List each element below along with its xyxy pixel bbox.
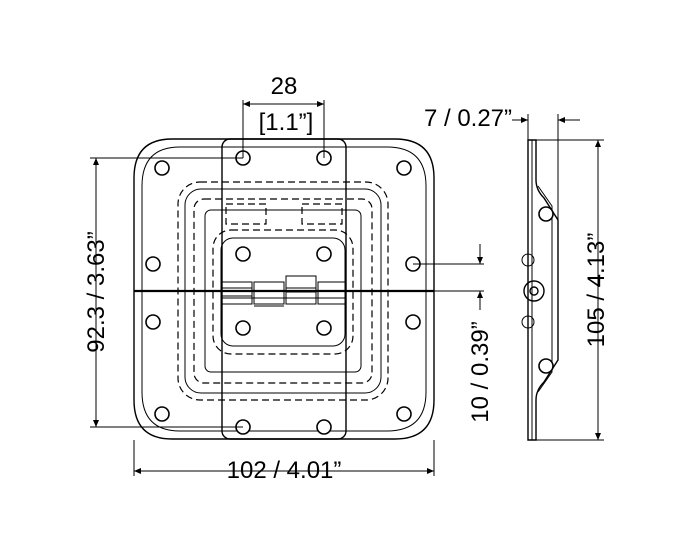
side-profile bbox=[527, 139, 559, 441]
dim-hinge-width-in: [1.1”] bbox=[259, 109, 314, 136]
slot-right bbox=[301, 203, 343, 225]
side-view bbox=[521, 139, 559, 441]
front-view bbox=[133, 138, 435, 440]
dim-depth-label: 7 / 0.27” bbox=[424, 105, 512, 132]
hinge-knuckles bbox=[221, 275, 346, 307]
dim-height-right-label: 105 / 4.13” bbox=[583, 233, 610, 348]
dim-hinge-width: 28 [1.1”] bbox=[242, 73, 325, 158]
dim-width-bottom: 102 / 4.01” bbox=[133, 440, 435, 484]
dim-offset-label: 10 / 0.39” bbox=[467, 321, 494, 422]
slot-left bbox=[225, 203, 267, 225]
dim-hinge-width-mm: 28 bbox=[271, 73, 298, 100]
dim-height-left: 92.3 / 3.63” bbox=[83, 157, 243, 428]
dim-depth: 7 / 0.27” bbox=[424, 105, 580, 220]
dim-width-bottom-label: 102 / 4.01” bbox=[227, 457, 342, 484]
flange-inner-line bbox=[141, 146, 427, 432]
flange-holes bbox=[145, 160, 421, 422]
dim-offset: 10 / 0.39” bbox=[413, 244, 494, 423]
side-knuckle bbox=[523, 280, 545, 302]
dim-height-right: 105 / 4.13” bbox=[536, 139, 610, 441]
dim-height-left-label: 92.3 / 3.63” bbox=[83, 231, 110, 352]
